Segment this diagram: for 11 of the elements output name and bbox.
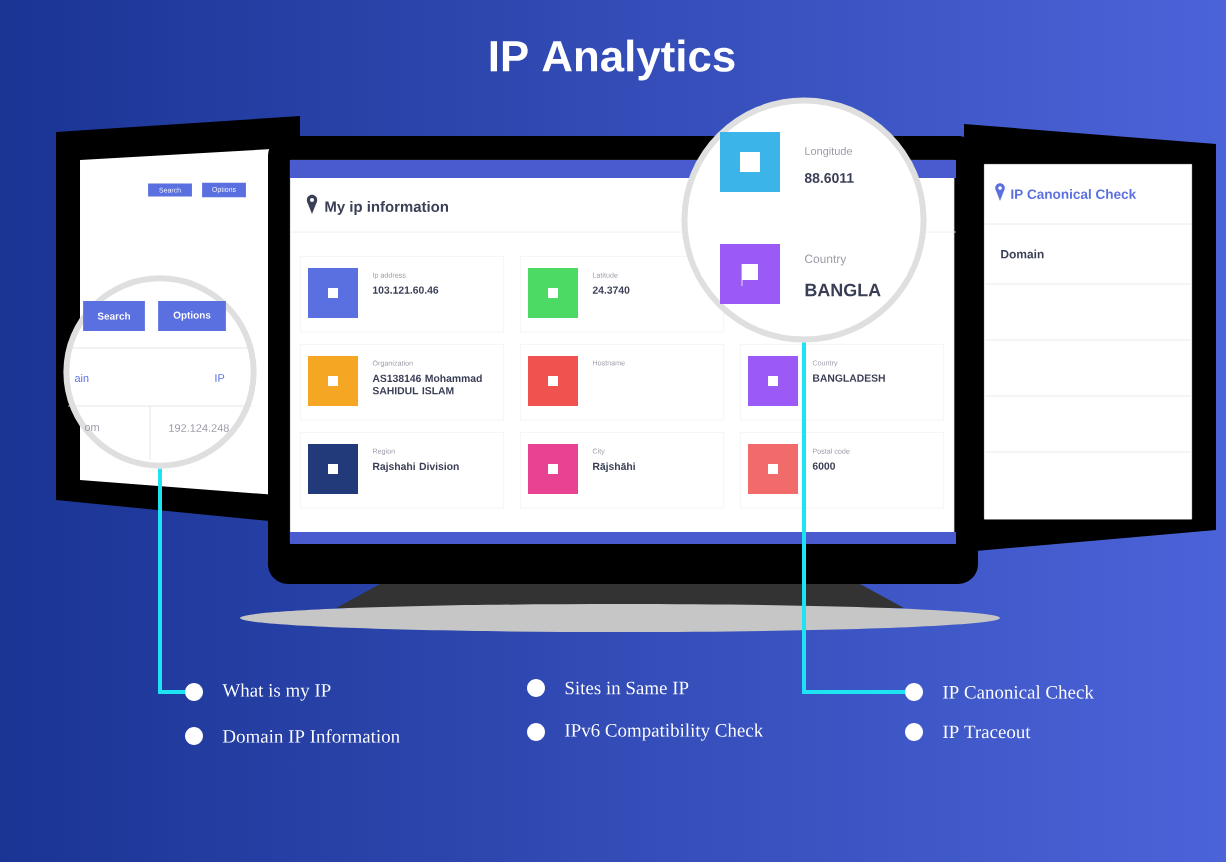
leader-line [158, 468, 185, 694]
list-item: Domain IP Information [185, 727, 400, 745]
list-item: IP Traceout [905, 723, 1031, 741]
node-label: What is my IP [222, 683, 331, 701]
node-label: IP Canonical Check [943, 685, 1094, 699]
leader-line [802, 342, 905, 694]
title: IP Analytics [490, 39, 735, 81]
list-item: What is my IP [185, 683, 331, 701]
list-item: Sites in Same IP [527, 679, 689, 697]
list-item: IP Canonical Check [905, 683, 1094, 701]
list-item: IPv6 Compatibility Check [527, 723, 764, 741]
